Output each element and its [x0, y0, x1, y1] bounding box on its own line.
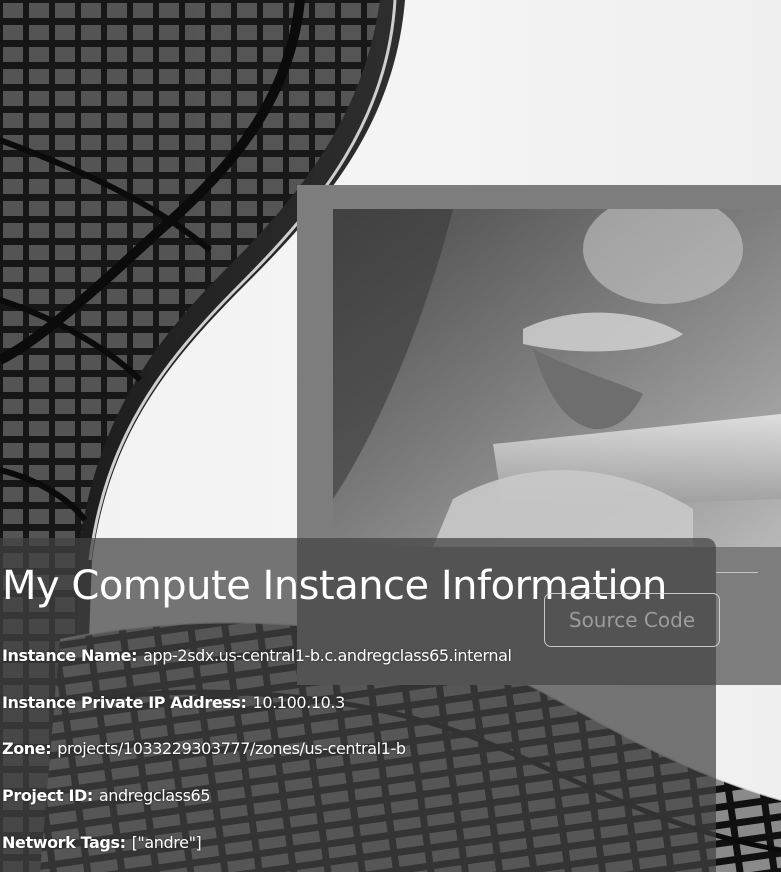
instance-name-value: app-2sdx.us-central1-b.c.andregclass65.i… — [143, 646, 512, 665]
private-ip-label: Instance Private IP Address: — [2, 693, 247, 712]
network-tags-value: ["andre"] — [131, 833, 202, 852]
instance-name-label: Instance Name: — [2, 646, 138, 665]
network-tags-row: Network Tags: ["andre"] — [2, 832, 202, 854]
private-ip-row: Instance Private IP Address: 10.100.10.3 — [2, 692, 345, 714]
portrait-image — [333, 209, 781, 547]
private-ip-value: 10.100.10.3 — [252, 693, 346, 712]
network-tags-label: Network Tags: — [2, 833, 126, 852]
project-id-row: Project ID: andregclass65 — [2, 785, 211, 807]
zone-value: projects/1033229303777/zones/us-central1… — [57, 739, 406, 758]
zone-label: Zone: — [2, 739, 52, 758]
project-id-value: andregclass65 — [98, 786, 211, 805]
source-code-button[interactable]: Source Code — [544, 593, 720, 647]
zone-row: Zone: projects/1033229303777/zones/us-cen… — [2, 738, 406, 760]
title-divider — [716, 572, 758, 573]
project-id-label: Project ID: — [2, 786, 93, 805]
page-title: My Compute Instance Information — [2, 563, 667, 609]
instance-name-row: Instance Name: app-2sdx.us-central1-b.c.a… — [2, 645, 512, 667]
portrait-photo — [333, 209, 781, 547]
